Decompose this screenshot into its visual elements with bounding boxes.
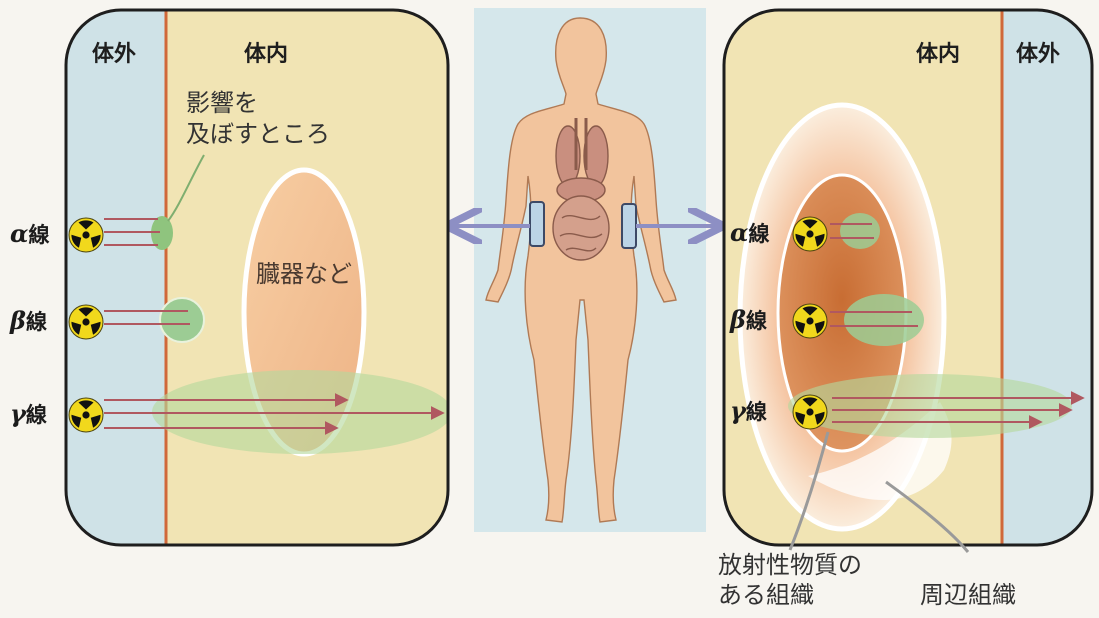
radiation-icon	[69, 305, 103, 339]
beta-suffix-right: 線	[746, 309, 767, 333]
alpha-ray-label-right: α線	[730, 218, 769, 248]
gamma-ray-label: γ線	[10, 399, 47, 429]
left-inside-label: 体内	[244, 36, 288, 68]
beta-effect-zone	[844, 294, 924, 346]
beta-suffix: 線	[26, 310, 47, 334]
radiation-icon	[793, 395, 827, 429]
gamma-symbol-right: γ	[730, 396, 746, 425]
alpha-symbol: α	[10, 219, 28, 248]
alpha-effect-zone	[840, 213, 880, 249]
alpha-suffix-right: 線	[748, 222, 769, 246]
source-tissue-label: 放射性物質の ある組織	[718, 550, 862, 610]
alpha-symbol-right: α	[730, 218, 748, 247]
gamma-suffix-right: 線	[746, 400, 767, 424]
surrounding-tissue-label: 周辺組織	[920, 580, 1016, 611]
beta-symbol: β	[10, 306, 26, 335]
radiation-icon	[69, 398, 103, 432]
gamma-ray-label-right: γ線	[730, 396, 767, 426]
left-outside-label: 体外	[92, 36, 136, 68]
internal-exposure-panel	[724, 10, 1092, 545]
beta-effect-zone	[160, 298, 204, 342]
body-tissue-marker-right	[622, 204, 636, 248]
radiation-icon	[69, 218, 103, 252]
source-tissue-line1: 放射性物質の	[718, 550, 862, 580]
effect-label-line1: 影響を	[186, 88, 330, 119]
alpha-ray-label: α線	[10, 219, 49, 249]
body-tissue-marker-left	[530, 202, 544, 246]
beta-ray-label: β線	[10, 306, 47, 336]
gamma-symbol: γ	[10, 399, 26, 428]
radiation-icon	[793, 304, 827, 338]
beta-symbol-right: β	[730, 305, 746, 334]
effect-label: 影響を 及ぼすところ	[186, 88, 330, 150]
right-outside-label: 体外	[1016, 36, 1060, 68]
effect-label-line2: 及ぼすところ	[186, 119, 330, 150]
radiation-icon	[793, 217, 827, 251]
gamma-suffix: 線	[26, 403, 47, 427]
gamma-effect-zone	[788, 374, 1072, 438]
organ-label: 臓器など	[256, 254, 352, 289]
source-tissue-line2: ある組織	[718, 580, 862, 610]
beta-ray-label-right: β線	[730, 305, 767, 335]
alpha-suffix: 線	[28, 223, 49, 247]
right-inside-label: 体内	[916, 36, 960, 68]
